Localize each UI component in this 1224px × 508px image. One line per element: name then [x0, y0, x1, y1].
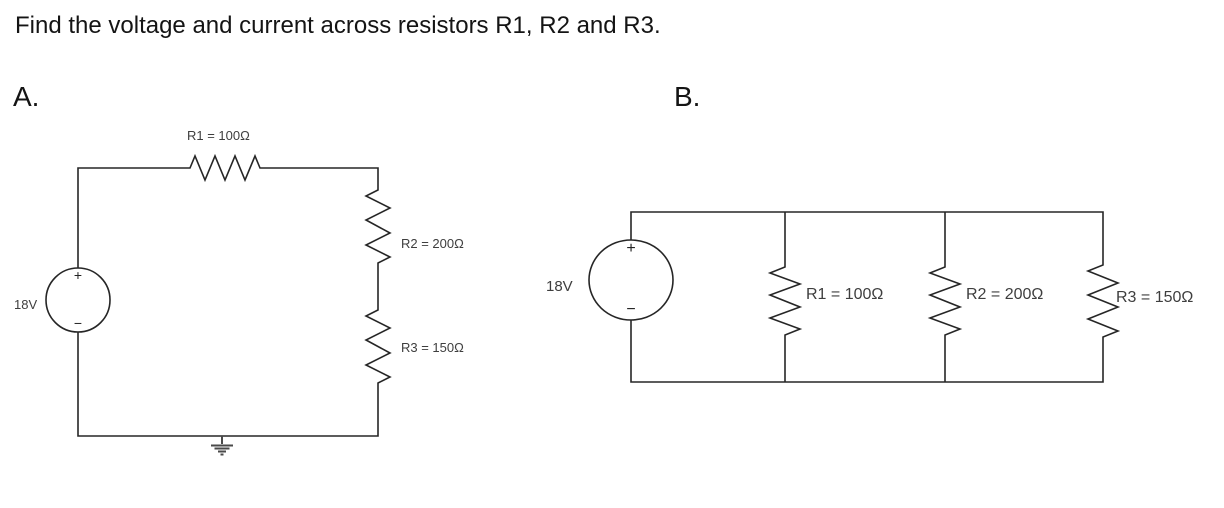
ground-icon: [211, 436, 233, 456]
source-plus-sign-a: +: [73, 267, 83, 283]
resistor-label-r1-b: R1 = 100Ω: [806, 286, 884, 303]
resistor-label-r2-a: R2 = 200Ω: [401, 236, 464, 251]
source-voltage-label-a: 18V: [14, 297, 38, 312]
voltage-source-circle-a: [45, 267, 111, 333]
circuit-b: [588, 211, 1121, 383]
problem-title: Find the voltage and current across resi…: [15, 12, 661, 39]
section-label-b: B.: [674, 81, 701, 112]
resistor-label-r1-a: R1 = 100Ω: [187, 128, 250, 143]
source-minus-sign-a: −: [73, 315, 83, 331]
resistor-branch-r2-b: [927, 212, 963, 382]
resistor-label-r2-b: R2 = 200Ω: [966, 286, 1044, 303]
voltage-source-circle-b: [588, 239, 674, 321]
resistor-branch-r1-b: [767, 212, 803, 382]
resistor-label-r3-b: R3 = 150Ω: [1116, 289, 1194, 306]
source-minus-sign-b: −: [626, 301, 636, 318]
circuit-a: [45, 153, 392, 456]
source-plus-sign-b: +: [626, 240, 636, 257]
source-voltage-label-b: 18V: [546, 278, 573, 295]
circuit-a-loop-with-resistors: [77, 153, 392, 437]
section-label-a: A.: [13, 81, 40, 112]
circuit-b-outer-loop-r3: [630, 211, 1121, 383]
resistor-label-r3-a: R3 = 150Ω: [401, 340, 464, 355]
